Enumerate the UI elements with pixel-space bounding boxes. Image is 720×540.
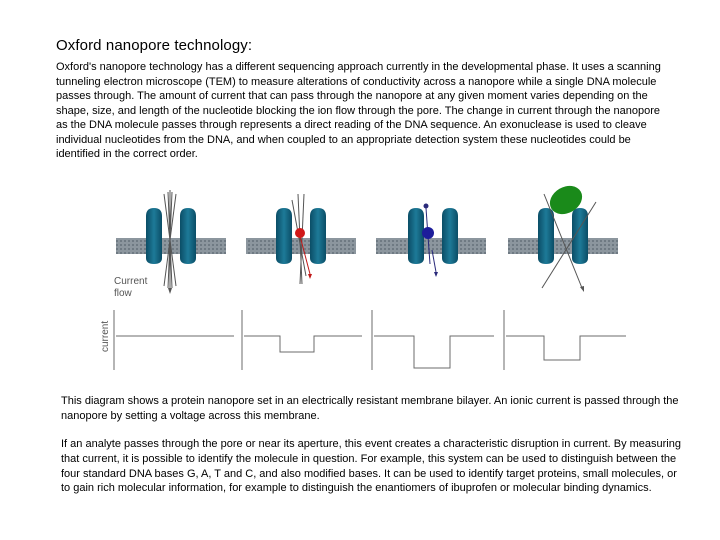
membrane-bilayer — [246, 238, 356, 254]
membrane-bilayer — [508, 238, 618, 254]
pore-panel-4 — [508, 185, 618, 292]
green-analyte — [549, 185, 583, 215]
nanopore-figure-svg: Current flow current — [100, 185, 626, 370]
trace-3 — [374, 335, 494, 369]
pore-right-half — [310, 208, 326, 264]
caption-paragraph-2: If an analyte passes through the pore or… — [61, 438, 681, 495]
red-analyte — [295, 228, 305, 238]
trace-2 — [244, 335, 362, 353]
blue-analyte — [422, 227, 434, 239]
pore-left-half — [146, 208, 162, 264]
pore-panel-3 — [376, 203, 486, 277]
page-title: Oxford nanopore technology: — [56, 37, 253, 54]
arrow-head — [580, 286, 584, 292]
current-axis-label: current — [100, 321, 111, 352]
arrow-head — [434, 272, 438, 277]
pore-left-half — [276, 208, 292, 264]
pore-right-half — [180, 208, 196, 264]
current-flow-arrows — [291, 193, 307, 285]
intro-paragraph: Oxford's nanopore technology has a diffe… — [56, 61, 661, 160]
small-analyte — [423, 203, 429, 209]
current-flow-arrows — [163, 190, 177, 290]
pore-left-half — [538, 208, 554, 264]
current-flow-label: Current flow — [114, 276, 150, 299]
arrow-head — [308, 274, 312, 279]
red-path — [299, 235, 311, 275]
caption-paragraph-1: This diagram shows a protein nanopore se… — [61, 395, 679, 422]
pore-panel-1 — [116, 190, 226, 294]
pore-panel-2 — [246, 193, 356, 285]
nanopore-diagram: Current flow current — [96, 180, 640, 376]
current-flow-arrows — [541, 193, 597, 289]
trace-4 — [506, 335, 626, 361]
current-traces — [113, 310, 626, 370]
arrow-head — [168, 288, 172, 294]
pore-left-half — [408, 208, 424, 264]
membrane-bilayer — [376, 238, 486, 254]
pore-right-half — [442, 208, 458, 264]
